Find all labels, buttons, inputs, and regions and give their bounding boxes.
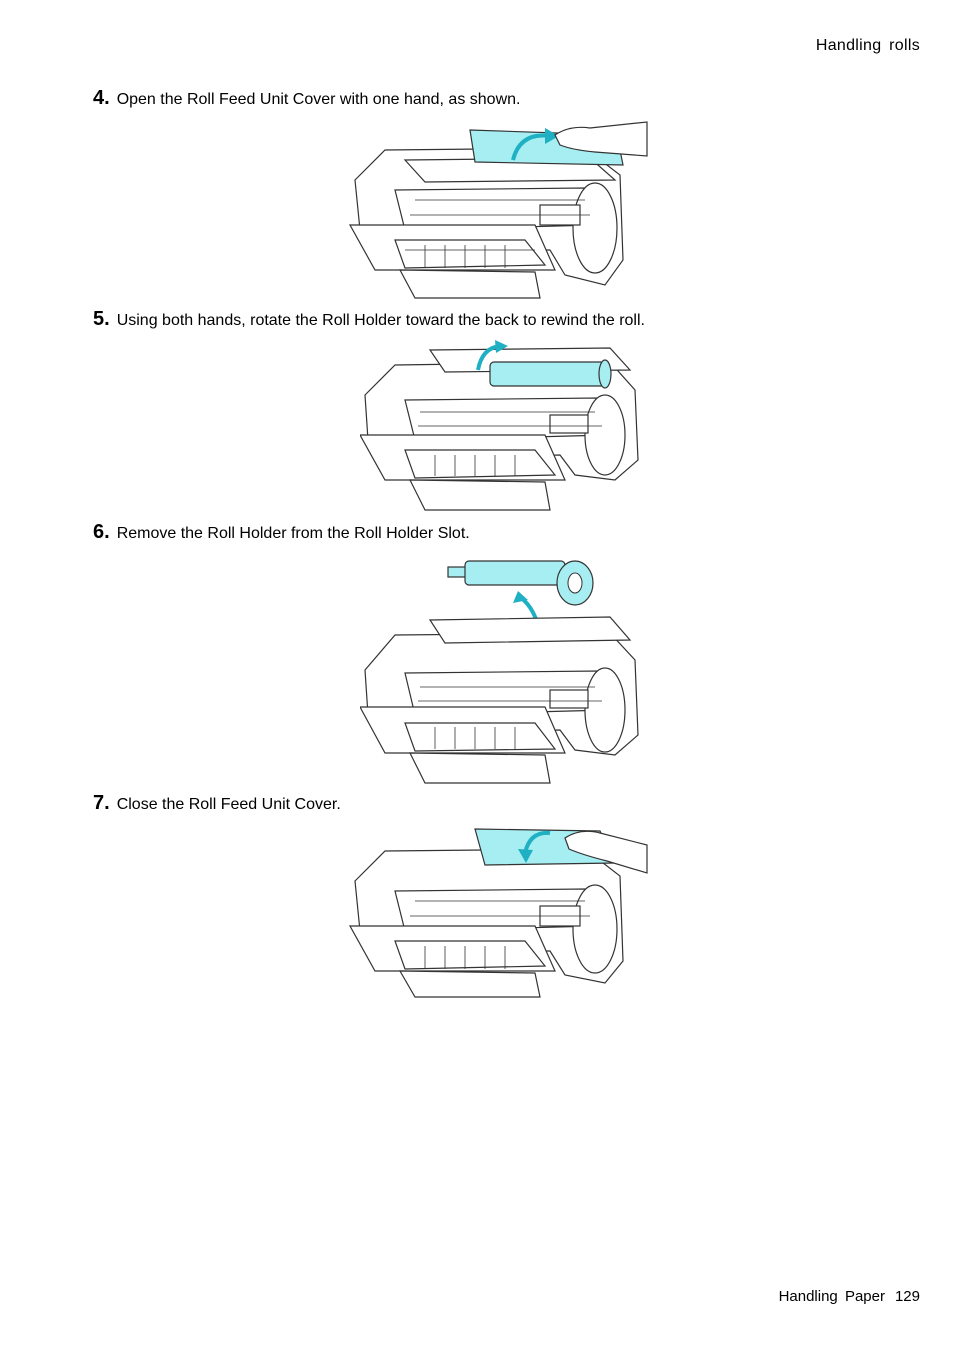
page-number: 129 — [894, 1288, 920, 1305]
figure-remove-holder — [360, 555, 640, 787]
step-7: 7. Close the Roll Feed Unit Cover. — [93, 792, 341, 815]
step-number: 7. — [93, 792, 110, 814]
step-number: 6. — [93, 521, 110, 543]
figure-rotate-holder — [360, 340, 640, 516]
step-number: 5. — [93, 308, 110, 330]
step-number: 4. — [93, 87, 110, 109]
step-text: Close the Roll Feed Unit Cover. — [116, 796, 341, 813]
step-6: 6. Remove the Roll Holder from the Roll … — [93, 521, 470, 544]
step-text: Remove the Roll Holder from the Roll Hol… — [116, 525, 470, 542]
step-4: 4. Open the Roll Feed Unit Cover with on… — [93, 87, 520, 110]
step-text: Open the Roll Feed Unit Cover with one h… — [116, 91, 521, 108]
step-5: 5. Using both hands, rotate the Roll Hol… — [93, 308, 645, 331]
figure-open-cover — [345, 120, 650, 303]
footer-chapter: Handling Paper — [778, 1288, 885, 1305]
figure-close-cover — [345, 823, 650, 1001]
step-text: Using both hands, rotate the Roll Holder… — [116, 312, 645, 329]
running-footer: Handling Paper 129 — [779, 1288, 920, 1305]
running-header: Handling rolls — [815, 37, 920, 54]
